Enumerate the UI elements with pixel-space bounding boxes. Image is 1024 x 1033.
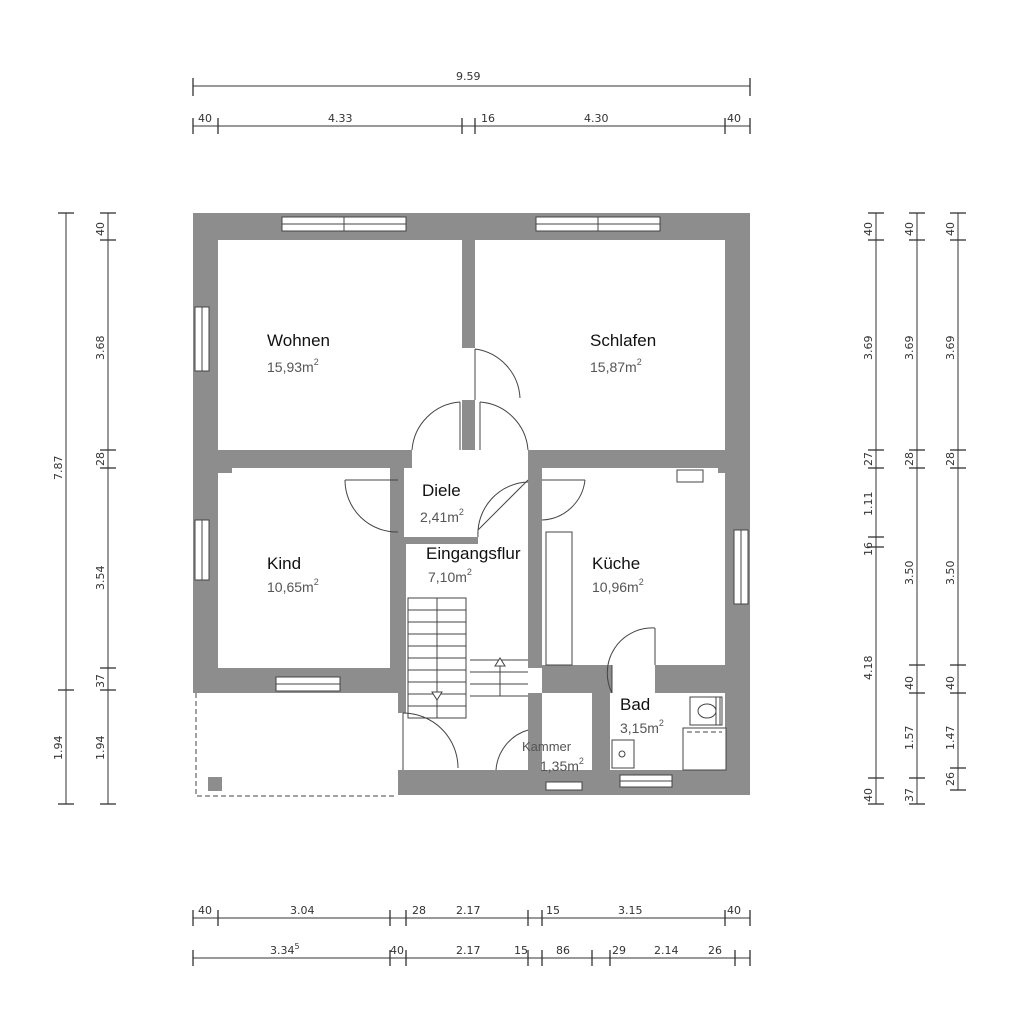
doors — [344, 348, 656, 771]
dim-right3-seg-5: 40 — [944, 676, 957, 690]
dimensions-bottom: 40 3.04 28 2.17 15 3.15 40 3.345 40 2.17… — [192, 904, 751, 966]
room-name-kueche: Küche — [592, 554, 640, 573]
dim-right1-seg-3: 27 — [862, 452, 875, 466]
dim-right2-seg-4: 3.50 — [903, 561, 916, 586]
dim-top-seg-4: 4.30 — [584, 112, 609, 125]
room-name-wohnen: Wohnen — [267, 331, 330, 350]
room-area-bad: 3,15m2 — [620, 718, 664, 736]
dimensions-right: 40 3.69 27 1.11 16 4.18 40 40 3.69 28 3.… — [862, 212, 966, 805]
dim-right1-seg-5: 16 — [862, 542, 875, 556]
dim-bottom2-seg-5: 86 — [556, 944, 570, 957]
dim-top-seg-5: 40 — [727, 112, 741, 125]
dim-top-seg-1: 40 — [198, 112, 212, 125]
dim-bottom2-seg-2: 40 — [390, 944, 404, 957]
fixtures — [195, 469, 727, 797]
dim-left-total: 7.87 — [52, 456, 65, 481]
dim-bottom1-seg-2: 3.04 — [290, 904, 315, 917]
room-name-kind: Kind — [267, 554, 301, 573]
dim-bottom1-seg-4: 2.17 — [456, 904, 481, 917]
dim-top-seg-3: 16 — [481, 112, 495, 125]
room-area-schlafen: 15,87m2 — [590, 357, 642, 375]
dimensions-left: 7.87 1.94 40 3.68 28 3.54 37 1.94 — [52, 212, 116, 805]
staircase — [407, 597, 528, 719]
dim-bottom2-seg-6: 29 — [612, 944, 626, 957]
dim-right1-seg-2: 3.69 — [862, 336, 875, 361]
room-area-diele: 2,41m2 — [420, 507, 464, 525]
walls — [193, 213, 750, 795]
dim-bottom1-seg-1: 40 — [198, 904, 212, 917]
dim-top-seg-2: 4.33 — [328, 112, 353, 125]
dim-bottom2-seg-8: 26 — [708, 944, 722, 957]
room-name-eingangsflur: Eingangsflur — [426, 544, 521, 563]
dim-bottom2-seg-7: 2.14 — [654, 944, 679, 957]
room-labels: Wohnen 15,93m2 Schlafen 15,87m2 Diele 2,… — [267, 331, 664, 774]
room-name-kammer: Kammer — [522, 739, 572, 754]
dim-right2-seg-7: 37 — [903, 788, 916, 802]
dim-bottom2-seg-3: 2.17 — [456, 944, 481, 957]
dim-left-seg-1: 40 — [94, 222, 107, 236]
dim-left-seg-4: 3.54 — [94, 566, 107, 591]
dim-bottom2-seg-4: 15 — [514, 944, 528, 957]
dim-right3-seg-4: 3.50 — [944, 561, 957, 586]
room-name-diele: Diele — [422, 481, 461, 500]
dim-bottom1-seg-6: 3.15 — [618, 904, 643, 917]
dim-bottom1-seg-5: 15 — [546, 904, 560, 917]
dim-left-total-bottom: 1.94 — [52, 736, 65, 761]
dim-left-seg-3: 28 — [94, 452, 107, 466]
dim-left-seg-6: 1.94 — [94, 736, 107, 761]
dim-right1-seg-7: 40 — [862, 788, 875, 802]
dim-right2-seg-3: 28 — [903, 452, 916, 466]
dim-left-seg-5: 37 — [94, 674, 107, 688]
dim-right1-seg-1: 40 — [862, 222, 875, 236]
dim-right3-seg-6: 1.47 — [944, 726, 957, 751]
dim-right2-seg-5: 40 — [903, 676, 916, 690]
room-area-kueche: 10,96m2 — [592, 577, 644, 595]
dim-right3-seg-3: 28 — [944, 452, 957, 466]
dim-right3-seg-2: 3.69 — [944, 336, 957, 361]
windows — [194, 216, 749, 791]
room-name-bad: Bad — [620, 695, 650, 714]
room-area-wohnen: 15,93m2 — [267, 357, 319, 375]
dim-bottom1-seg-3: 28 — [412, 904, 426, 917]
dim-left-seg-2: 3.68 — [94, 336, 107, 361]
dim-right1-seg-4: 1.11 — [862, 492, 875, 517]
dim-right2-seg-2: 3.69 — [903, 336, 916, 361]
dim-top-total: 9.59 — [456, 70, 481, 83]
room-area-eingangsflur: 7,10m2 — [428, 567, 472, 585]
dim-right2-seg-1: 40 — [903, 222, 916, 236]
room-area-kammer: 1,35m2 — [540, 756, 584, 774]
dim-right3-seg-7: 26 — [944, 772, 957, 786]
dimensions-top: 9.59 40 4.33 16 4.30 40 — [192, 70, 751, 134]
dim-right2-seg-6: 1.57 — [903, 726, 916, 751]
dim-right3-seg-1: 40 — [944, 222, 957, 236]
room-name-schlafen: Schlafen — [590, 331, 656, 350]
dim-bottom2-seg-1: 3.345 — [270, 942, 300, 957]
room-area-kind: 10,65m2 — [267, 577, 319, 595]
dim-bottom1-seg-7: 40 — [727, 904, 741, 917]
dim-right1-seg-6: 4.18 — [862, 656, 875, 681]
